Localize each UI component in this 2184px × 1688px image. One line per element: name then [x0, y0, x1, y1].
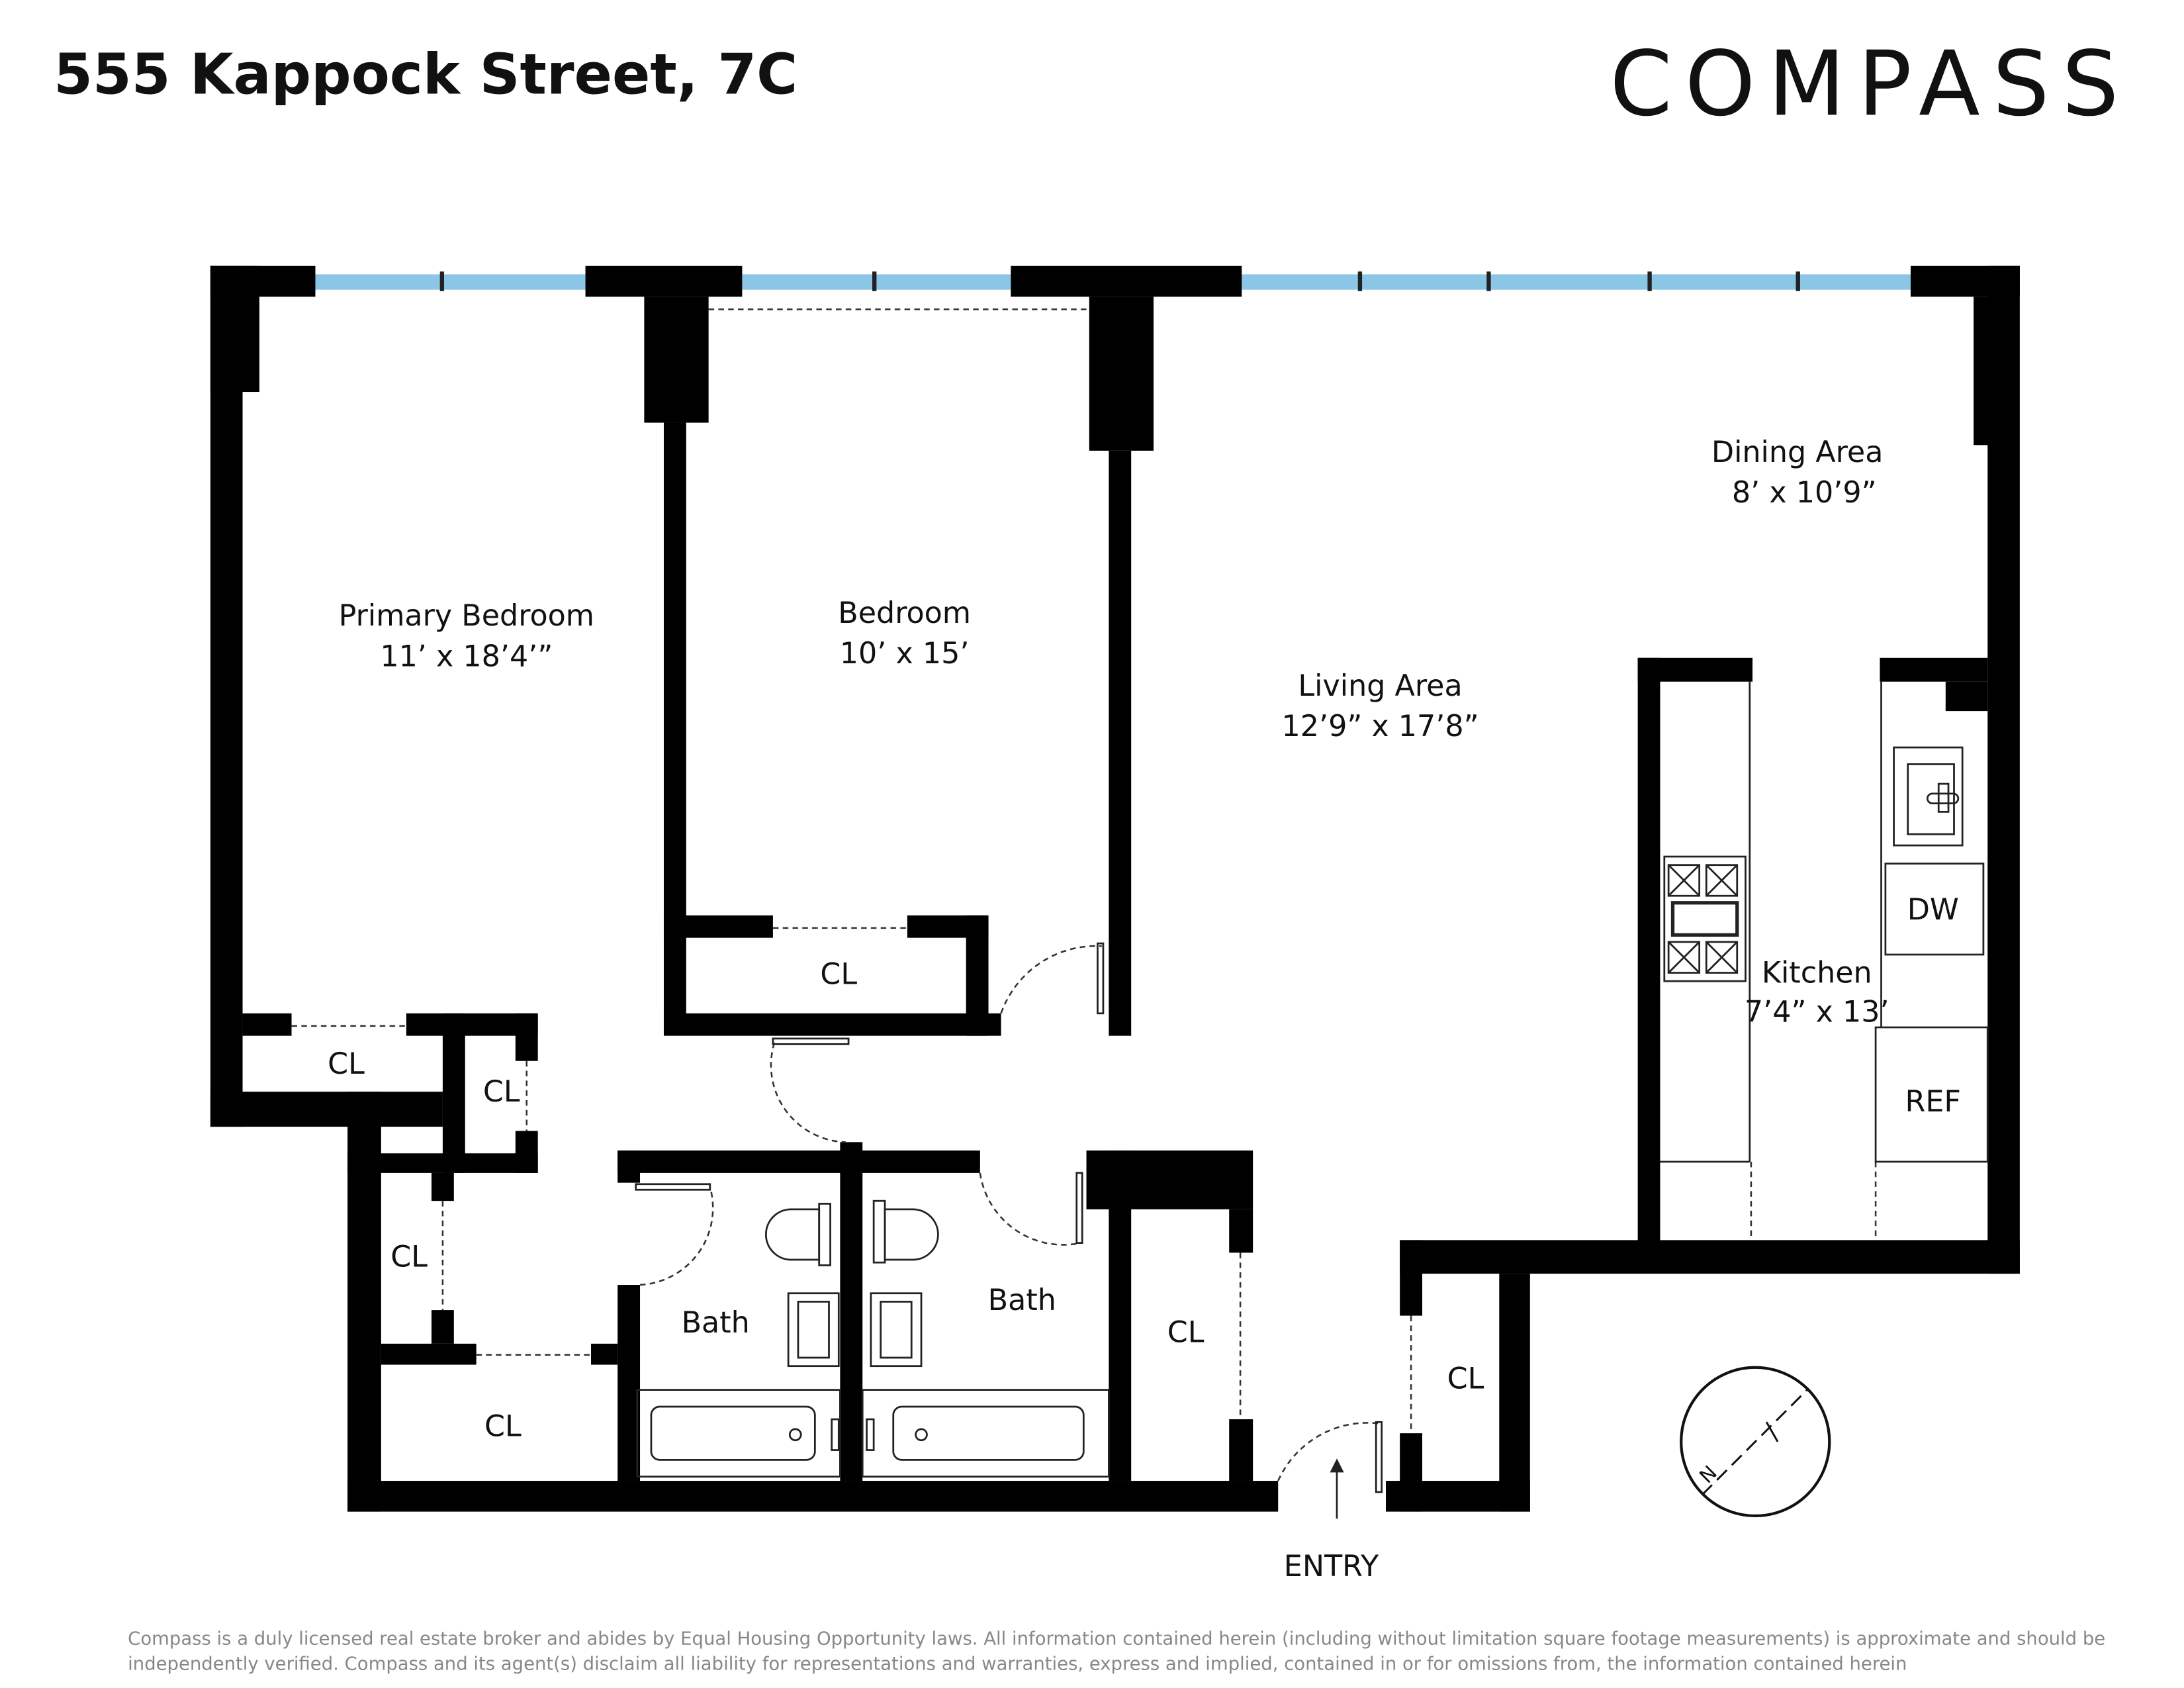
refrigerator-label: REF [1905, 1085, 1961, 1119]
walls [210, 265, 2020, 1512]
closet-label: CL [483, 1075, 520, 1109]
windows [315, 271, 1911, 291]
compass-logo: COMPASS [1610, 31, 2131, 136]
closet-label: CL [484, 1409, 522, 1443]
brand-logo-text: COMPASS [1610, 31, 2131, 136]
primary-bedroom-name: Primary Bedroom [339, 599, 594, 633]
page-title: 555 Kappock Street, 7C [54, 42, 797, 107]
bath-1-name: Bath [682, 1306, 750, 1340]
closet-label: CL [390, 1241, 428, 1274]
disclaimer-line-1: Compass is a duly licensed real estate b… [128, 1628, 2105, 1649]
kitchen-name: Kitchen [1762, 956, 1872, 990]
refrigerator-box [1874, 1026, 1989, 1163]
north-compass-icon: N [1680, 1366, 1831, 1518]
kitchen-fixtures: DW REF [1660, 681, 1989, 1163]
dining-area-name: Dining Area [1711, 436, 1884, 469]
north-label: N [1695, 1462, 1721, 1488]
closet-label: CL [820, 957, 857, 991]
living-area-size: 12’9” x 17’8” [1281, 710, 1479, 743]
living-area-name: Living Area [1298, 669, 1462, 703]
closet-label: CL [1447, 1362, 1484, 1396]
bath-2-name: Bath [988, 1284, 1056, 1317]
bath-fixtures [636, 1199, 1110, 1478]
primary-bedroom-size: 11’ x 18’4’” [380, 639, 553, 673]
closet-label: CL [1167, 1316, 1205, 1350]
dining-area-size: 8’ x 10’9” [1732, 476, 1877, 510]
entry-label: ENTRY [1284, 1550, 1379, 1583]
room-labels: Primary Bedroom 11’ x 18’4’” Bedroom 10’… [328, 436, 1889, 1583]
disclaimer-line-2: independently verified. Compass and its … [128, 1654, 1907, 1675]
dishwasher-label: DW [1907, 893, 1959, 927]
doors[interactable] [635, 942, 1383, 1519]
bedroom-name: Bedroom [838, 596, 971, 630]
stove-icon [1663, 855, 1747, 982]
kitchen-size: 7’4” x 13’ [1745, 996, 1889, 1029]
kitchen-sink-icon [1893, 746, 1964, 847]
closet-label: CL [328, 1047, 365, 1081]
bedroom-size: 10’ x 15’ [840, 637, 970, 671]
dishwasher-box [1884, 863, 1985, 956]
